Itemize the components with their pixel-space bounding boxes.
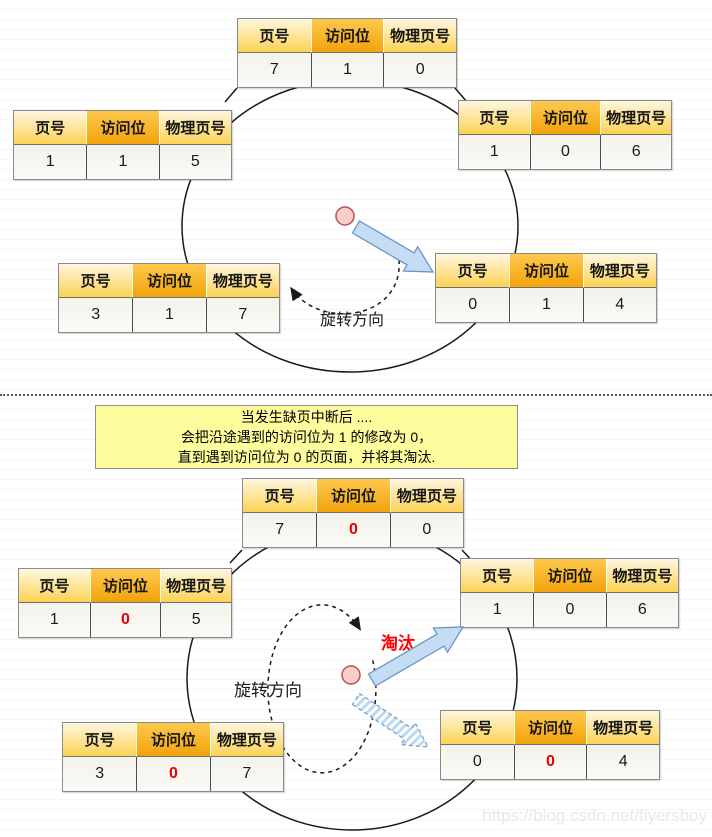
- rotation-direction-label: 旋转方向: [320, 312, 385, 329]
- table-right: 页号 访问位 物理页号 1 0 6: [458, 100, 672, 170]
- table-top: 页号 访问位 物理页号 7 1 0: [237, 18, 457, 88]
- cell-page-number: 0: [441, 745, 514, 779]
- col-header-access-bit: 访问位: [529, 101, 601, 135]
- cell-physical-page: 6: [605, 593, 678, 627]
- cell-access-bit-modified: 0: [89, 603, 161, 637]
- table-bottom-left: 页号 访问位 物理页号 3 0 7: [62, 722, 284, 792]
- cell-physical-page: 0: [389, 513, 463, 547]
- cell-page-number: 1: [461, 593, 534, 627]
- table-left: 页号 访问位 物理页号 1 1 5: [13, 110, 232, 180]
- watermark: https://blog.csdn.net/flyersboy: [482, 806, 707, 825]
- rotation-direction-label: 旋转方向: [234, 681, 302, 700]
- col-header-page-number: 页号: [59, 264, 133, 298]
- note-line: 会把沿途遇到的访问位为 1 的修改为 0，: [180, 429, 433, 445]
- col-header-access-bit: 访问位: [509, 254, 583, 288]
- cell-access-bit: 1: [132, 298, 206, 332]
- table-bottom-right: 页号 访问位 物理页号 0 0 4: [440, 710, 660, 780]
- col-header-access-bit: 访问位: [132, 264, 206, 298]
- col-header-page-number: 页号: [238, 19, 311, 53]
- col-header-physical-page: 物理页号: [586, 711, 659, 745]
- col-header-page-number: 页号: [14, 111, 87, 145]
- cell-page-number: 3: [63, 757, 137, 791]
- table-left: 页号 访问位 物理页号 1 0 5: [18, 568, 232, 638]
- top-circle-connector-icon: [224, 87, 468, 103]
- bottom-circle-connector-icon: [229, 549, 475, 564]
- cell-page-number: 1: [14, 145, 87, 179]
- pivot-dot-icon: [341, 665, 361, 685]
- col-header-access-bit: 访问位: [533, 559, 606, 593]
- col-header-physical-page: 物理页号: [389, 479, 463, 513]
- col-header-access-bit: 访问位: [89, 569, 161, 603]
- col-header-physical-page: 物理页号: [160, 569, 231, 603]
- table-right-victim: 页号 访问位 物理页号 1 0 6: [460, 558, 679, 628]
- col-header-physical-page: 物理页号: [600, 101, 671, 135]
- col-header-access-bit: 访问位: [316, 479, 390, 513]
- pivot-dot-icon: [335, 206, 355, 226]
- cell-access-bit-modified: 0: [316, 513, 390, 547]
- col-header-access-bit: 访问位: [86, 111, 159, 145]
- col-header-physical-page: 物理页号: [209, 723, 283, 757]
- note-line: 当发生缺页中断后 ....: [240, 409, 373, 425]
- cell-page-number: 7: [238, 53, 311, 87]
- table-bottom-left: 页号 访问位 物理页号 3 1 7: [58, 263, 280, 333]
- explanation-note: 当发生缺页中断后 .... 会把沿途遇到的访问位为 1 的修改为 0， 直到遇到…: [95, 405, 518, 469]
- cell-page-number: 7: [243, 513, 317, 547]
- col-header-page-number: 页号: [243, 479, 317, 513]
- cell-page-number: 0: [436, 288, 510, 322]
- cell-physical-page: 0: [383, 53, 456, 87]
- col-header-physical-page: 物理页号: [605, 559, 678, 593]
- cell-physical-page: 5: [160, 603, 231, 637]
- cell-page-number: 1: [19, 603, 90, 637]
- section-divider: [0, 394, 712, 396]
- col-header-access-bit: 访问位: [136, 723, 210, 757]
- cell-physical-page: 7: [205, 298, 279, 332]
- col-header-physical-page: 物理页号: [205, 264, 279, 298]
- col-header-page-number: 页号: [461, 559, 534, 593]
- cell-physical-page: 5: [158, 145, 231, 179]
- col-header-physical-page: 物理页号: [158, 111, 231, 145]
- cell-access-bit: 1: [509, 288, 583, 322]
- cell-physical-page: 7: [209, 757, 283, 791]
- cell-access-bit: 1: [310, 53, 384, 87]
- col-header-page-number: 页号: [436, 254, 510, 288]
- eliminate-label: 淘汰: [381, 634, 415, 653]
- col-header-page-number: 页号: [459, 101, 530, 135]
- col-header-page-number: 页号: [441, 711, 514, 745]
- cell-access-bit: 1: [86, 145, 159, 179]
- cell-access-bit: 0: [533, 593, 606, 627]
- cell-physical-page: 6: [600, 135, 671, 169]
- col-header-physical-page: 物理页号: [582, 254, 656, 288]
- col-header-access-bit: 访问位: [310, 19, 384, 53]
- col-header-page-number: 页号: [63, 723, 137, 757]
- cell-page-number: 3: [59, 298, 133, 332]
- table-bottom-right: 页号 访问位 物理页号 0 1 4: [435, 253, 657, 323]
- cell-physical-page: 4: [582, 288, 656, 322]
- note-line: 直到遇到访问位为 0 的页面，并将其淘汰.: [177, 449, 436, 465]
- table-top: 页号 访问位 物理页号 7 0 0: [242, 478, 464, 548]
- cell-access-bit-modified: 0: [513, 745, 587, 779]
- col-header-page-number: 页号: [19, 569, 90, 603]
- cell-access-bit: 0: [529, 135, 601, 169]
- clock-hand-arrow-icon: [351, 220, 435, 273]
- col-header-physical-page: 物理页号: [383, 19, 456, 53]
- col-header-access-bit: 访问位: [513, 711, 587, 745]
- cell-physical-page: 4: [586, 745, 659, 779]
- candidate-arrow-icon: [351, 692, 430, 748]
- cell-page-number: 1: [459, 135, 530, 169]
- cell-access-bit-modified: 0: [136, 757, 210, 791]
